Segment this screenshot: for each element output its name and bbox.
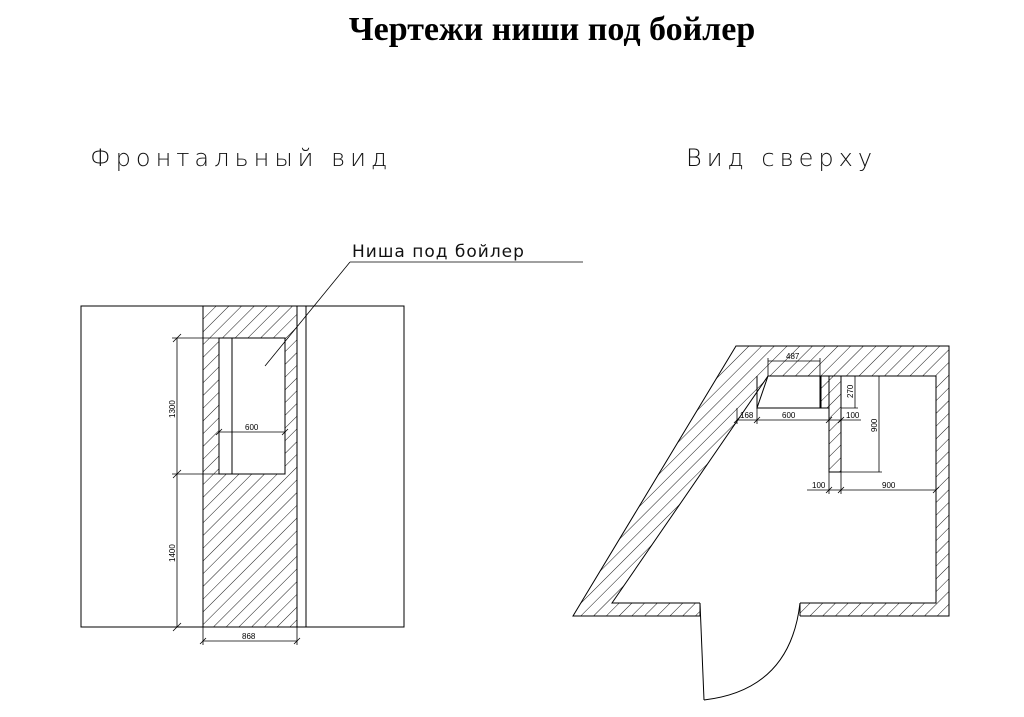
dim-floor-height: 1400 bbox=[168, 544, 177, 562]
top-door-leaf bbox=[699, 602, 705, 701]
callout-leader-line bbox=[264, 261, 351, 367]
dim-top-900-vertical: 900 bbox=[870, 418, 879, 432]
dim-top-100b: 100 bbox=[812, 481, 826, 490]
dim-top-900-horizontal: 900 bbox=[882, 481, 896, 490]
top-boiler-niche bbox=[756, 375, 821, 409]
top-view-drawing: 487 270 900 168 600 100 100 900 bbox=[572, 345, 950, 701]
callout-label: Ниша под бойлер bbox=[352, 242, 525, 262]
dim-top-100a: 100 bbox=[846, 411, 860, 420]
top-partition-wall bbox=[828, 375, 842, 473]
front-hatched-wall-section bbox=[202, 305, 298, 628]
dim-top-600: 600 bbox=[782, 411, 796, 420]
front-boiler-niche bbox=[218, 337, 286, 475]
top-partition-stub bbox=[820, 375, 830, 409]
top-view-label: Вид сверху bbox=[686, 144, 877, 172]
dim-niche-width: 600 bbox=[245, 423, 259, 432]
dim-wall-width: 868 bbox=[242, 632, 256, 641]
dim-top-270: 270 bbox=[846, 384, 855, 398]
dim-niche-height: 1300 bbox=[168, 400, 177, 418]
top-door-swing-arc bbox=[703, 602, 801, 701]
top-door-gap bbox=[700, 602, 800, 618]
front-view-label: Фронтальный вид bbox=[90, 144, 392, 172]
dim-top-487: 487 bbox=[786, 352, 800, 361]
dim-top-168: 168 bbox=[740, 411, 754, 420]
page-title: Чертежи ниши под бойлер bbox=[349, 11, 756, 48]
front-view-drawing: Ниша под бойлер 1300 1400 600 868 bbox=[80, 242, 583, 645]
